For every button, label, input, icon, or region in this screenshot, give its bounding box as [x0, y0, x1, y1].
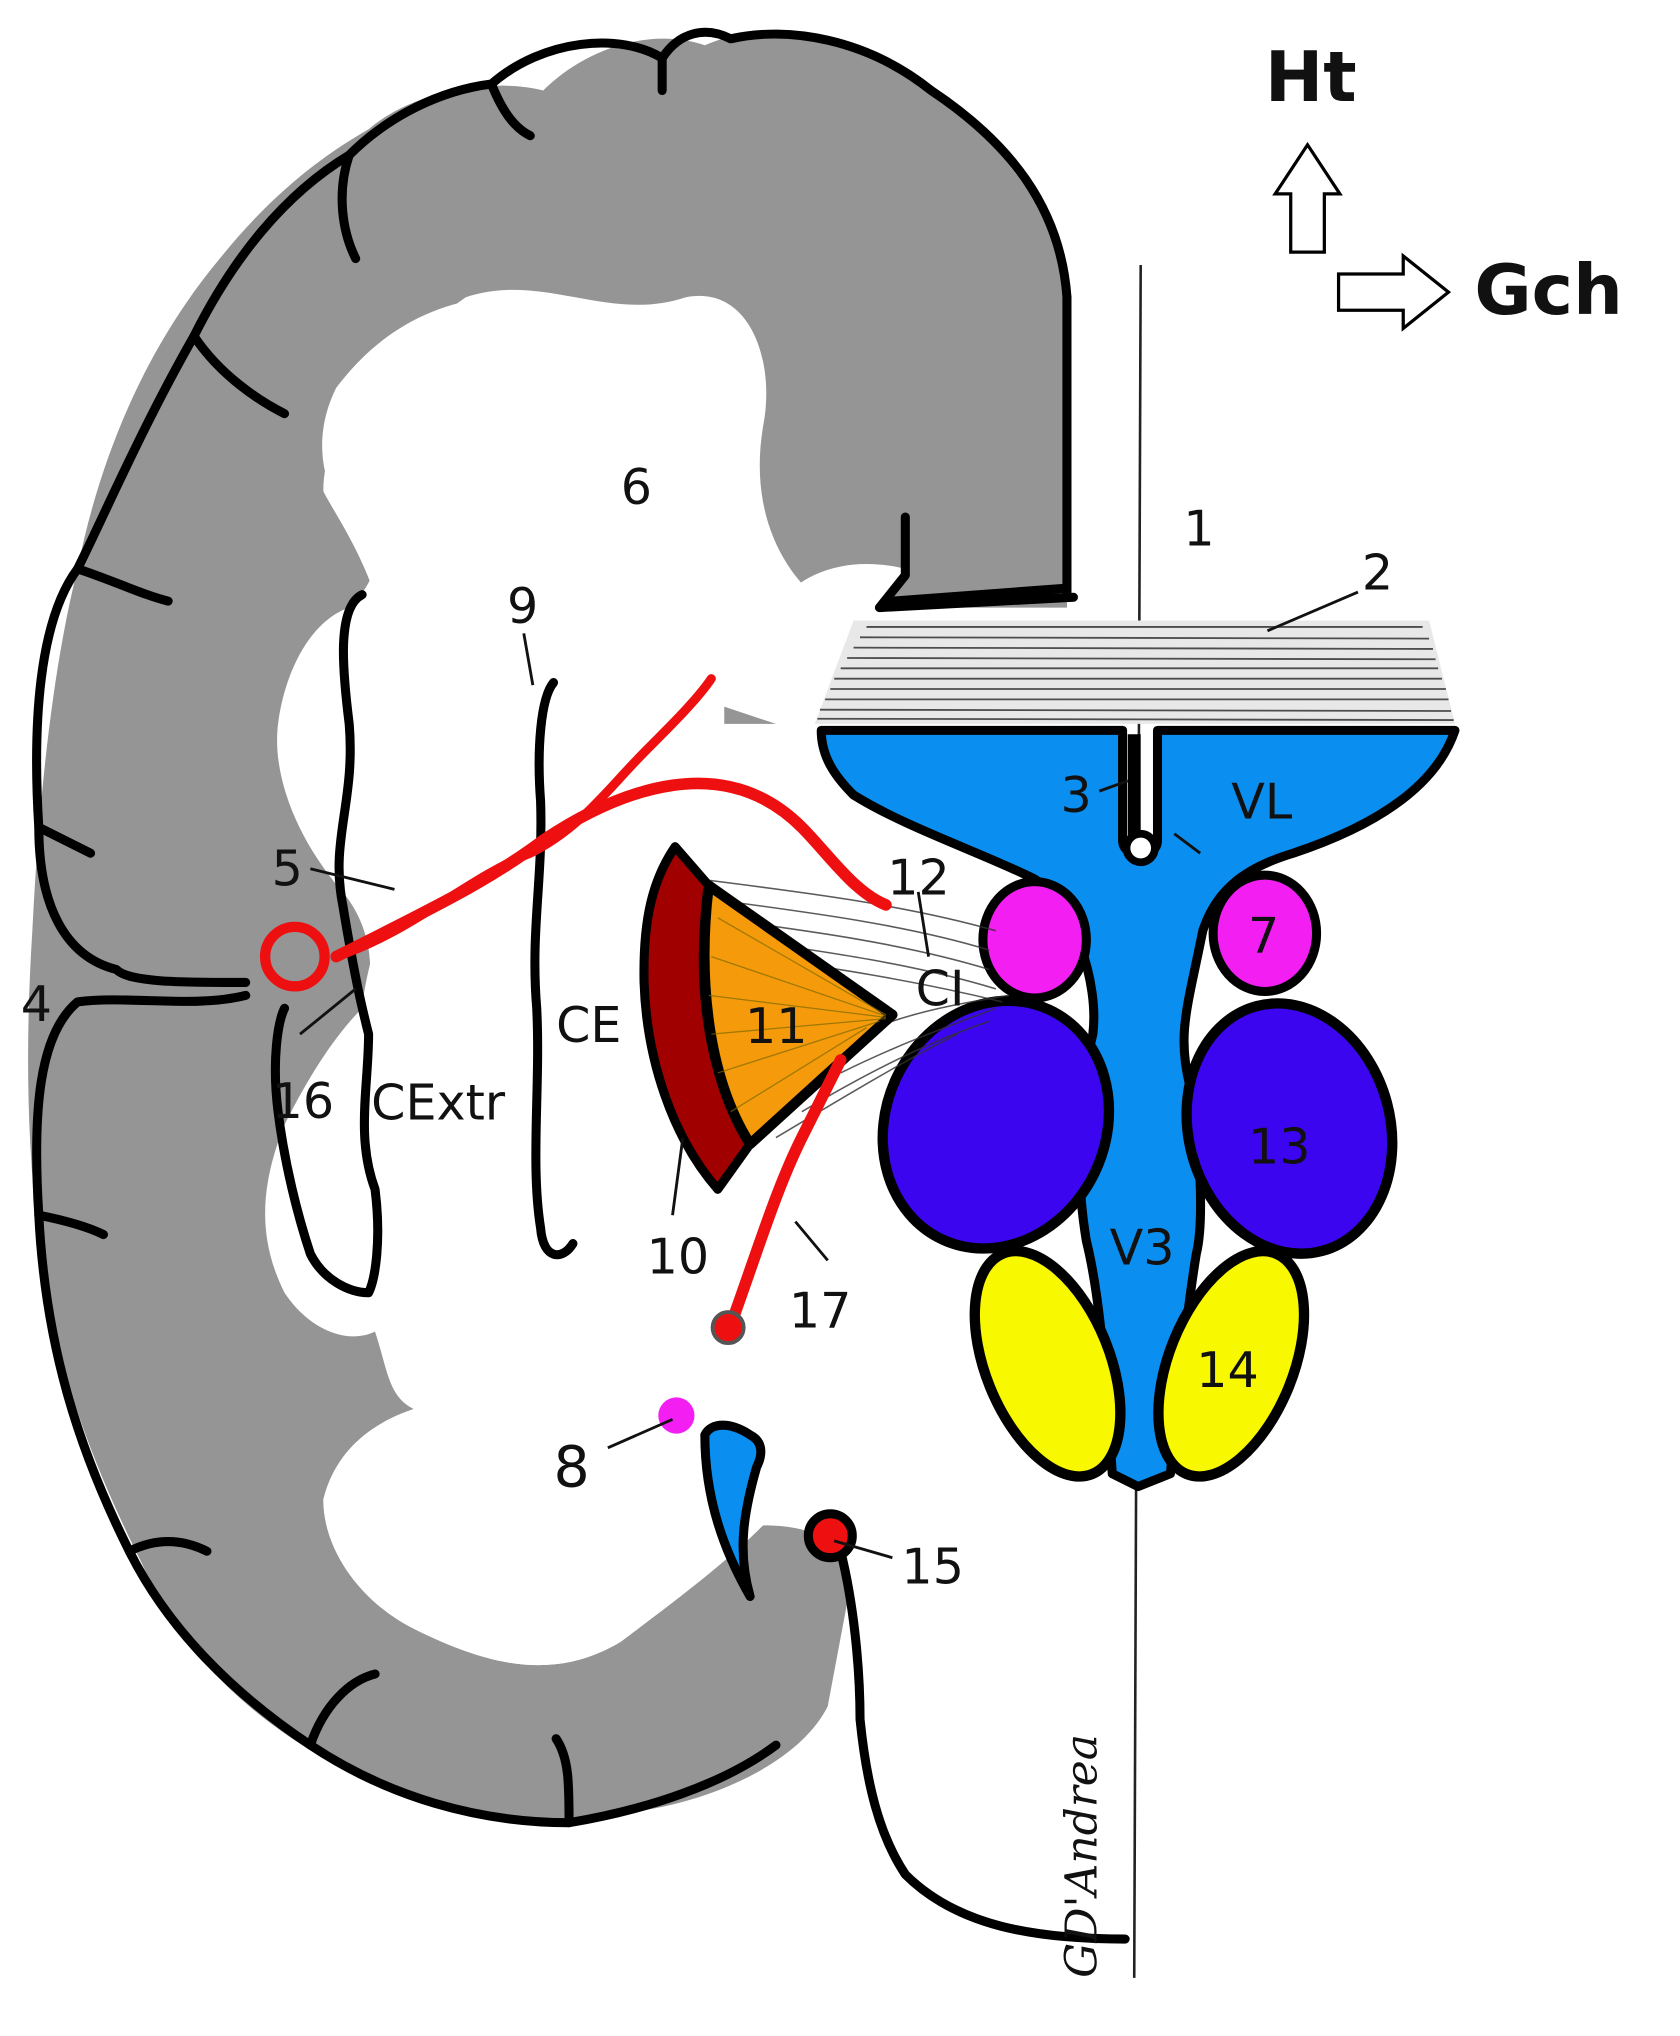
labels: 1 2 3 4 5 6 7 8 9 10 11 12 13 14 15 16 1…: [21, 458, 1393, 1595]
label-14: 14: [1196, 1341, 1259, 1399]
label-6: 6: [621, 458, 652, 516]
label-11: 11: [745, 997, 808, 1055]
label-ci: CI: [916, 960, 965, 1018]
artery-17-end: [710, 1310, 746, 1346]
label-1: 1: [1183, 500, 1214, 558]
label-17: 17: [789, 1282, 852, 1340]
leader-lines: [299, 590, 1359, 1560]
label-15: 15: [901, 1538, 964, 1596]
structure-8: [658, 1397, 695, 1434]
orientation-right-label: Gch: [1474, 250, 1622, 331]
temporal-horn: [700, 1420, 766, 1602]
structure-9-line: [530, 678, 578, 1260]
label-cextr: CExtr: [371, 1073, 506, 1131]
arrow-right-icon: [1336, 252, 1452, 332]
label-vl: VL: [1231, 772, 1293, 830]
fornix-column: [1122, 829, 1159, 867]
label-13: 13: [1248, 1117, 1311, 1175]
sulcus-line: [34, 53, 667, 1828]
corpus-callosum: [814, 620, 1455, 724]
label-10: 10: [647, 1227, 710, 1285]
nucleus-7: [978, 870, 1322, 1003]
artery-16-main: [330, 777, 892, 963]
artery-16-loop: [259, 921, 330, 992]
cingulate-outline: [874, 292, 1078, 613]
arteries: [259, 674, 892, 1346]
thalamus-13: [877, 995, 1398, 1259]
label-12: 12: [887, 849, 950, 907]
lentiform-region: [639, 842, 898, 1194]
arrow-up-icon: [1272, 141, 1343, 254]
artery-17: [724, 1054, 847, 1331]
label-3: 3: [1061, 766, 1092, 824]
structure-11: [699, 880, 898, 1150]
white-matter: [323, 289, 828, 1666]
nucleus-14: [969, 1245, 1310, 1482]
label-16: 16: [272, 1072, 335, 1130]
cerebral-hemisphere: [28, 27, 1130, 1944]
label-5: 5: [272, 840, 303, 898]
temporal-horn-region: [658, 1397, 857, 1602]
cortex-gray-matter: [28, 32, 1072, 1824]
label-7: 7: [1248, 907, 1279, 965]
structure-15: [803, 1509, 857, 1563]
orientation-up-label: Ht: [1265, 37, 1357, 118]
artist-signature: GD'Andrea: [1057, 1734, 1108, 1978]
label-2: 2: [1362, 543, 1393, 601]
label-4: 4: [21, 975, 52, 1033]
orientation-indicator: Ht Gch: [1265, 37, 1623, 332]
label-9: 9: [507, 577, 538, 635]
label-ce: CE: [556, 996, 621, 1054]
label-8: 8: [554, 1435, 590, 1501]
insular-cortex-outline: [270, 590, 383, 1298]
temporal-medial-outline: [836, 1546, 1130, 1944]
label-v3: V3: [1110, 1218, 1175, 1276]
